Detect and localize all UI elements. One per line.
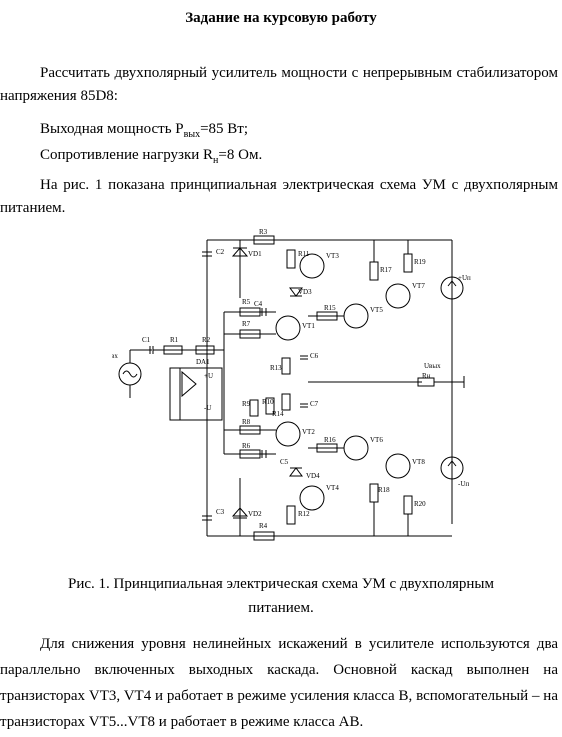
schematic-label: R9 bbox=[242, 400, 251, 408]
schematic-label: VD3 bbox=[298, 288, 312, 296]
schematic-label: VD1 bbox=[248, 250, 262, 258]
schematic-label: VT2 bbox=[302, 428, 315, 436]
schematic-label: VT3 bbox=[326, 252, 339, 260]
schematic-label: R8 bbox=[242, 418, 251, 426]
schematic-label: VT1 bbox=[302, 322, 315, 330]
schematic-label: Uвх bbox=[112, 352, 118, 360]
schematic-label: R10 bbox=[262, 398, 274, 406]
schematic-label: VT7 bbox=[412, 282, 425, 290]
schematic-label: -U bbox=[204, 404, 211, 412]
schematic-label: R3 bbox=[259, 228, 268, 236]
load-resistance-line: Сопротивление нагрузки Rн=8 Ом. bbox=[40, 147, 263, 166]
schematic-label: R1 bbox=[170, 336, 179, 344]
schematic-label: R16 bbox=[324, 436, 336, 444]
schematic-label: Rн bbox=[422, 372, 431, 380]
schematic-label: R12 bbox=[298, 510, 310, 518]
figure-caption-cont: питанием. bbox=[248, 600, 314, 616]
schematic-label: C7 bbox=[310, 400, 319, 408]
schematic-label: VT8 bbox=[412, 458, 425, 466]
schematic-label: R11 bbox=[298, 250, 310, 258]
schematic-label: VD2 bbox=[248, 510, 262, 518]
schematic-label: C6 bbox=[310, 352, 319, 360]
schematic-label: +Uп bbox=[458, 274, 471, 282]
schematic-label: R13 bbox=[270, 364, 282, 372]
schematic-label: R7 bbox=[242, 320, 251, 328]
schematic-label: R4 bbox=[259, 522, 268, 530]
schematic-label: R2 bbox=[202, 336, 211, 344]
figure-intro-paragraph: На рис. 1 показана принципиальная электр… bbox=[0, 177, 558, 216]
schematic-label: R14 bbox=[272, 410, 284, 418]
schematic-label: -Uп bbox=[458, 480, 469, 488]
schematic-label: R17 bbox=[380, 266, 392, 274]
schematic-label: C4 bbox=[254, 300, 263, 308]
schematic-label: VT4 bbox=[326, 484, 339, 492]
schematic-label: VT6 bbox=[370, 436, 383, 444]
schematic-label: R20 bbox=[414, 500, 426, 508]
schematic-label: C2 bbox=[216, 248, 225, 256]
schematic-label: R15 bbox=[324, 304, 336, 312]
task-paragraph: Рассчитать двухполярный усилитель мощнос… bbox=[0, 65, 558, 104]
schematic-label: R5 bbox=[242, 298, 251, 306]
schematic-label: R6 bbox=[242, 442, 251, 450]
schematic-label: VD4 bbox=[306, 472, 320, 480]
schematic-label: +U bbox=[204, 372, 213, 380]
description-paragraph: Для снижения уровня нелинейных искажений… bbox=[0, 636, 558, 730]
schematic-label: C1 bbox=[142, 336, 151, 344]
page-title: Задание на курсовую работу bbox=[185, 10, 377, 26]
output-power-line: Выходная мощность Pвых=85 Вт; bbox=[40, 121, 249, 140]
schematic-label: C5 bbox=[280, 458, 289, 466]
schematic-label: Uвых bbox=[424, 362, 441, 370]
schematic-label: C3 bbox=[216, 508, 225, 516]
schematic-label: R18 bbox=[378, 486, 390, 494]
figure-caption: Рис. 1. Принципиальная электрическая схе… bbox=[68, 576, 494, 592]
schematic-label: VT5 bbox=[370, 306, 383, 314]
schematic-label: R19 bbox=[414, 258, 426, 266]
schematic-label: DA1 bbox=[196, 358, 210, 366]
